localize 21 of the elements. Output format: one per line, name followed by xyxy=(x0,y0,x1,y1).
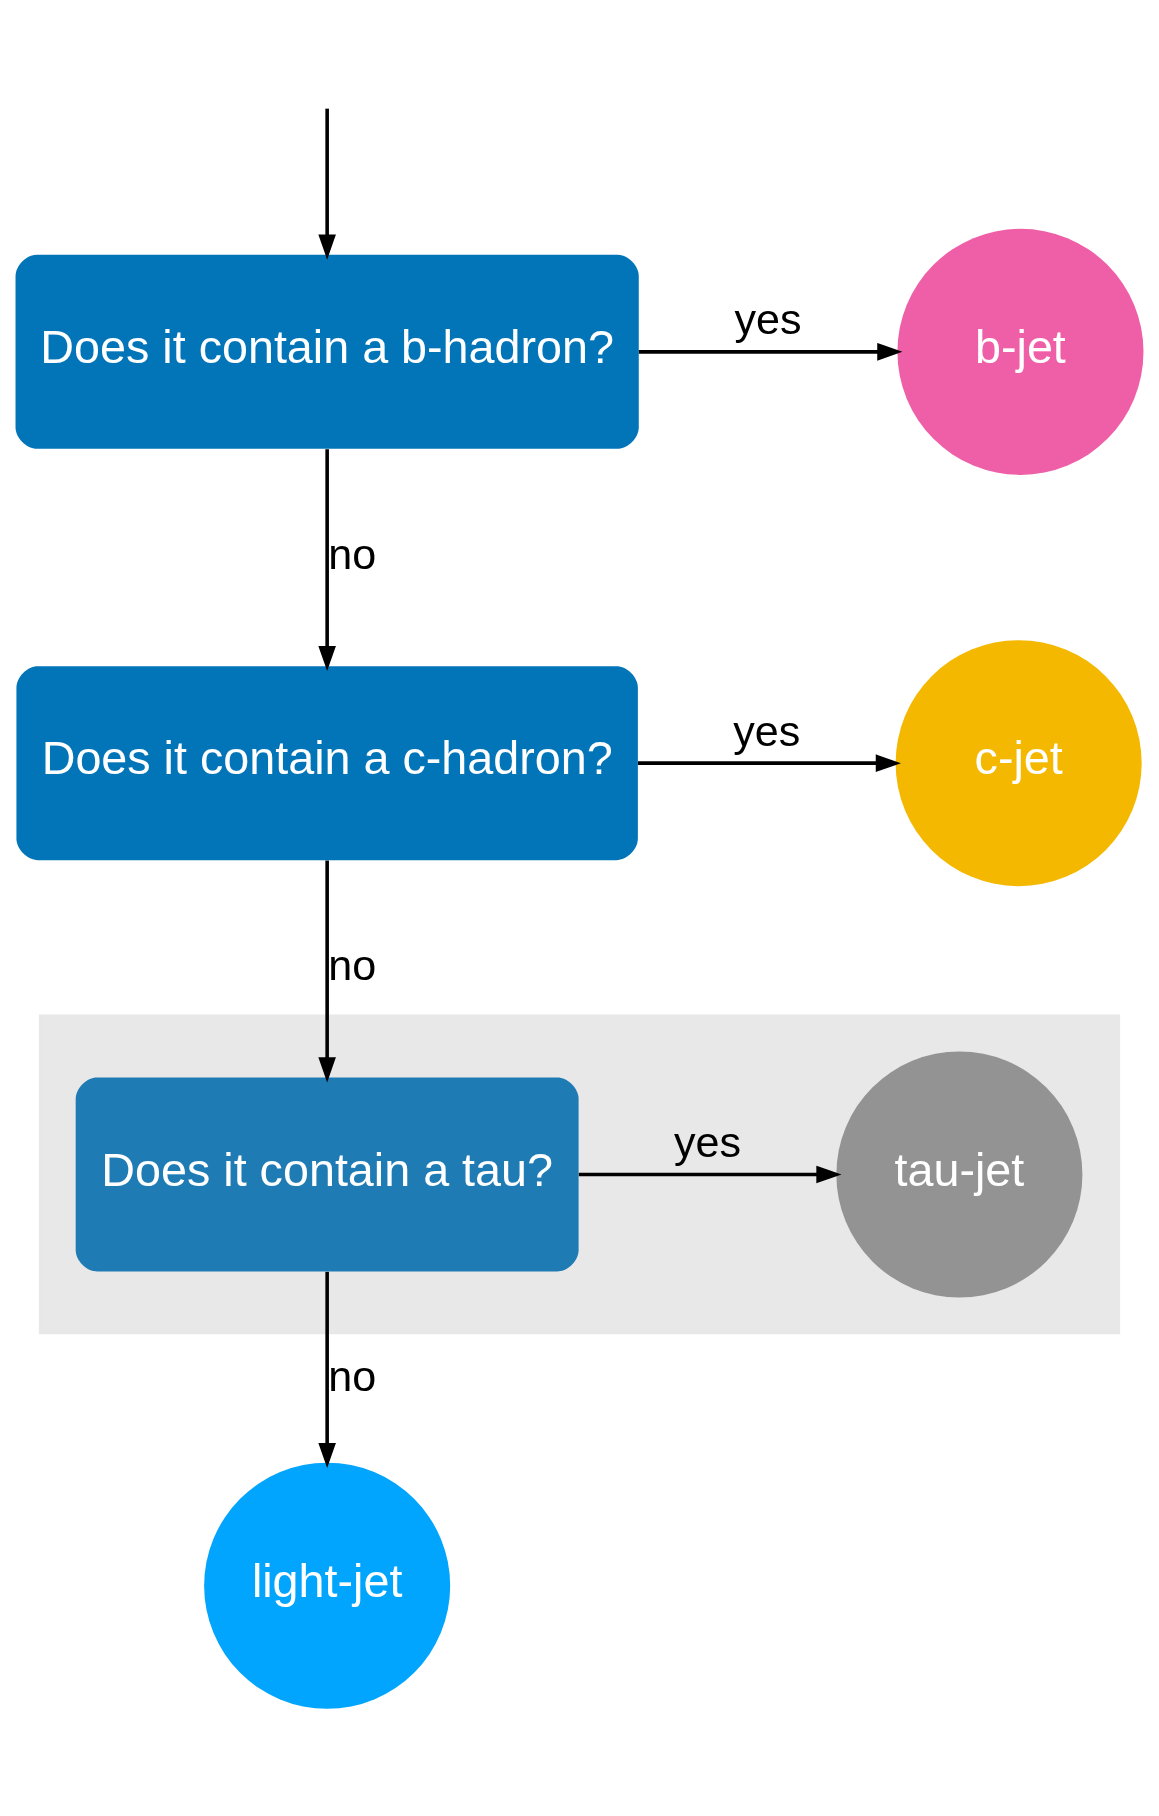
node-circle: light-jet xyxy=(204,1462,451,1709)
node-circle: tau-jet xyxy=(836,1051,1083,1298)
node-box: Does it contain a c-hadron? xyxy=(16,666,638,861)
arrow xyxy=(318,449,336,672)
edge-label: no xyxy=(328,529,377,578)
arrow xyxy=(318,108,336,260)
arrow xyxy=(318,1271,336,1469)
arrow xyxy=(318,860,336,1083)
edge-label: yes xyxy=(733,706,801,755)
node-circle: c-jet xyxy=(895,640,1142,887)
edge-label: no xyxy=(328,940,377,989)
node-box: Does it contain a b-hadron? xyxy=(15,254,639,449)
edge-label: yes xyxy=(734,295,802,344)
node-circle: b-jet xyxy=(897,228,1144,475)
arrow xyxy=(638,754,901,772)
cluster xyxy=(38,1014,1121,1335)
node-box: Does it contain a tau? xyxy=(75,1077,579,1272)
arrow xyxy=(578,1165,842,1184)
edge-label: yes xyxy=(673,1117,741,1166)
edge-label: no xyxy=(328,1352,377,1401)
arrow xyxy=(638,343,903,361)
